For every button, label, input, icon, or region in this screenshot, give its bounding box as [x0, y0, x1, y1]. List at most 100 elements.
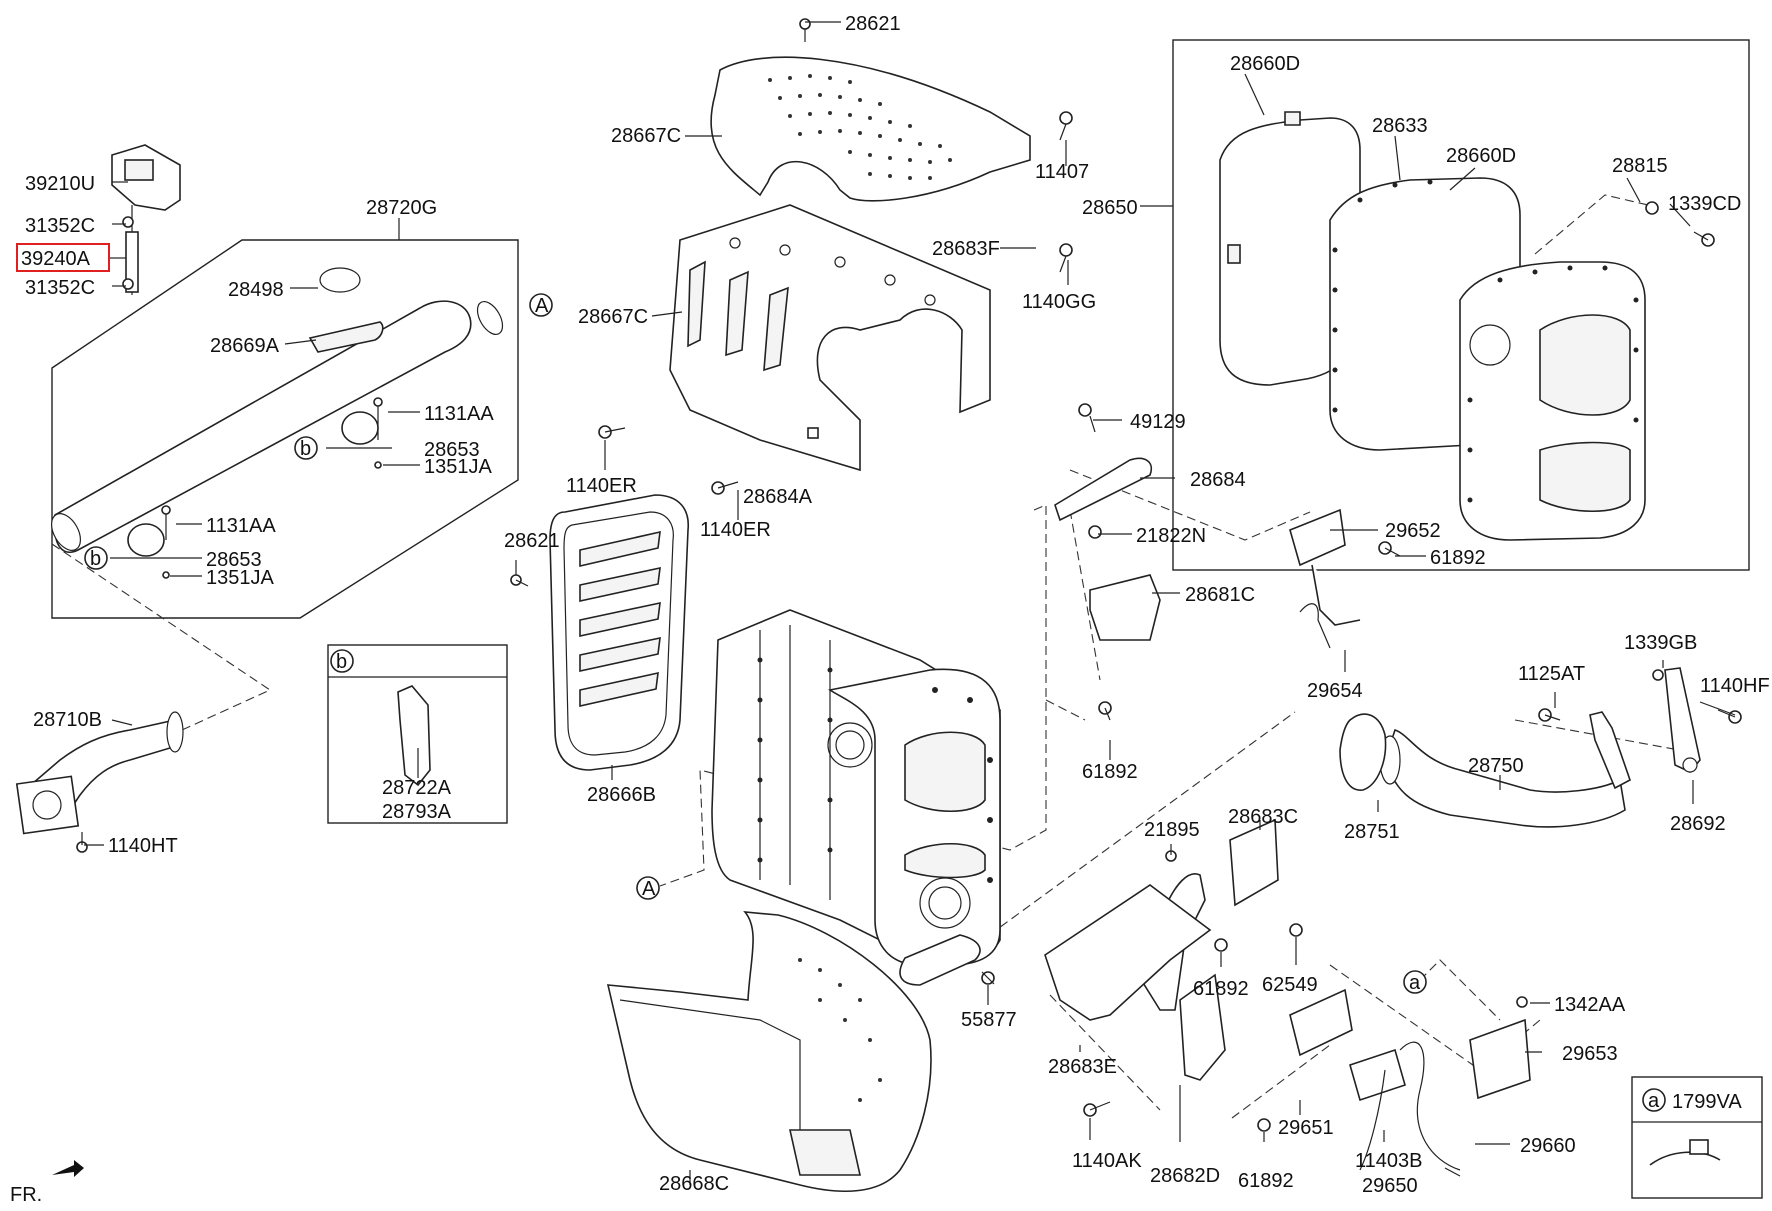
frame-detail-b [327, 644, 508, 824]
callout-b-upper [294, 436, 318, 460]
heat-shield-top-28667C [710, 56, 1031, 202]
label-55877[interactable]: 55877 [961, 1009, 1017, 1031]
label-28660D-a[interactable]: 28660D [1230, 53, 1300, 75]
frame-28650 [1172, 39, 1750, 571]
label-28710B[interactable]: 28710B [33, 709, 102, 731]
label-61892-d[interactable]: 61892 [1238, 1170, 1294, 1192]
callout-a-sensor [1403, 970, 1427, 994]
label-28684A[interactable]: 28684A [743, 486, 813, 508]
label-21822N[interactable]: 21822N [1136, 525, 1206, 547]
label-62549[interactable]: 62549 [1262, 974, 1318, 996]
front-direction-arrow [52, 1160, 84, 1177]
label-1342AA[interactable]: 1342AA [1554, 994, 1626, 1016]
muffler-exploded-28650 [1219, 111, 1646, 541]
label-61892-b[interactable]: 61892 [1082, 761, 1138, 783]
label-1351JA-b[interactable]: 1351JA [206, 567, 274, 589]
label-28683F[interactable]: 28683F [932, 238, 1000, 260]
label-28720G[interactable]: 28720G [366, 197, 437, 219]
shield-perforations [768, 74, 952, 180]
label-39240A[interactable]: 39240A [21, 248, 91, 270]
label-28621-top[interactable]: 28621 [845, 13, 901, 35]
heat-shield-mid-28667C [669, 204, 991, 472]
label-28653-a[interactable]: 28653 [424, 439, 480, 461]
label-28750[interactable]: 28750 [1468, 755, 1524, 777]
callout-A-right-text: A [535, 295, 549, 317]
callout-markers: A A b b b a a [84, 293, 1666, 1112]
main-muffler-assembly [711, 609, 1001, 986]
label-28684[interactable]: 28684 [1190, 469, 1246, 491]
label-1140GG[interactable]: 1140GG [1022, 291, 1096, 313]
label-28667C-top[interactable]: 28667C [611, 125, 681, 147]
label-28683C[interactable]: 28683C [1228, 806, 1298, 828]
callout-b-upper-text: b [300, 438, 311, 460]
label-29650[interactable]: 29650 [1362, 1175, 1418, 1197]
label-28692[interactable]: 28692 [1670, 813, 1726, 835]
leader-lines [84, 21, 1736, 1185]
callout-b-detail [330, 649, 354, 673]
label-28498[interactable]: 28498 [228, 279, 284, 301]
label-1339GB[interactable]: 1339GB [1624, 632, 1697, 654]
label-28666B[interactable]: 28666B [587, 784, 656, 806]
label-29653[interactable]: 29653 [1562, 1043, 1618, 1065]
label-28815[interactable]: 28815 [1612, 155, 1668, 177]
flex-pipe-28710B [15, 711, 184, 835]
part-labels: 28621 28667C 11407 28667C 28683F 1140GG … [10, 13, 1770, 1206]
heat-shield-perforated-28666B [549, 494, 689, 771]
label-31352C-b[interactable]: 31352C [25, 277, 95, 299]
sensor-39210U [111, 144, 181, 295]
label-29651[interactable]: 29651 [1278, 1117, 1334, 1139]
label-28667C-mid[interactable]: 28667C [578, 306, 648, 328]
brackets [397, 457, 1701, 1102]
label-61892-a[interactable]: 61892 [1430, 547, 1486, 569]
callout-A-left [636, 876, 660, 900]
label-61892-c[interactable]: 61892 [1193, 978, 1249, 1000]
label-29652[interactable]: 29652 [1385, 520, 1441, 542]
detail-a-clip [1649, 1139, 1721, 1166]
label-28633[interactable]: 28633 [1372, 115, 1428, 137]
label-21895[interactable]: 21895 [1144, 819, 1200, 841]
label-28669A[interactable]: 28669A [210, 335, 280, 357]
label-28660D-b[interactable]: 28660D [1446, 145, 1516, 167]
label-1140HT[interactable]: 1140HT [108, 835, 178, 857]
label-11407[interactable]: 11407 [1035, 161, 1089, 183]
label-1140AK[interactable]: 1140AK [1072, 1150, 1142, 1172]
label-1140ER-a[interactable]: 1140ER [566, 475, 637, 497]
label-28682D[interactable]: 28682D [1150, 1165, 1220, 1187]
group-frames [51, 39, 1763, 1199]
label-11403B[interactable]: 11403B [1355, 1150, 1422, 1172]
label-28683E[interactable]: 28683E [1048, 1056, 1117, 1078]
label-39210U[interactable]: 39210U [25, 173, 95, 195]
front-marker-text: FR. [10, 1184, 42, 1206]
perforated-slots [579, 530, 661, 707]
label-28650[interactable]: 28650 [1082, 197, 1138, 219]
callout-a-sensor-text: a [1409, 972, 1421, 994]
callout-b-lower [84, 546, 108, 570]
callout-A-left-text: A [642, 878, 656, 900]
label-29660[interactable]: 29660 [1520, 1135, 1576, 1157]
label-1131AA-a[interactable]: 1131AA [424, 403, 494, 425]
label-1140HF[interactable]: 1140HF [1700, 675, 1770, 697]
label-28722A[interactable]: 28722A [382, 777, 452, 799]
label-1339CD[interactable]: 1339CD [1668, 193, 1741, 215]
label-1799VA[interactable]: 1799VA [1672, 1091, 1742, 1113]
bottom-shield-28668C [606, 911, 932, 1193]
label-49129[interactable]: 49129 [1130, 411, 1186, 433]
label-28793A[interactable]: 28793A [382, 801, 452, 823]
label-28621-mid[interactable]: 28621 [504, 530, 560, 552]
label-1131AA-b[interactable]: 1131AA [206, 515, 276, 537]
sensor-wires [1299, 603, 1461, 1171]
fasteners [76, 18, 1742, 1132]
label-1351JA-a[interactable]: 1351JA [424, 456, 492, 478]
label-28653-b[interactable]: 28653 [206, 549, 262, 571]
label-31352C-a[interactable]: 31352C [25, 215, 95, 237]
callout-b-lower-text: b [90, 548, 101, 570]
label-1125AT[interactable]: 1125AT [1518, 663, 1585, 685]
label-29654[interactable]: 29654 [1307, 680, 1363, 702]
label-1140ER-b[interactable]: 1140ER [700, 519, 771, 541]
label-28668C[interactable]: 28668C [659, 1173, 729, 1195]
frame-28720G [51, 239, 519, 619]
label-28681C[interactable]: 28681C [1185, 584, 1255, 606]
callout-a-detail-text: a [1648, 1090, 1660, 1112]
label-28751[interactable]: 28751 [1344, 821, 1400, 843]
